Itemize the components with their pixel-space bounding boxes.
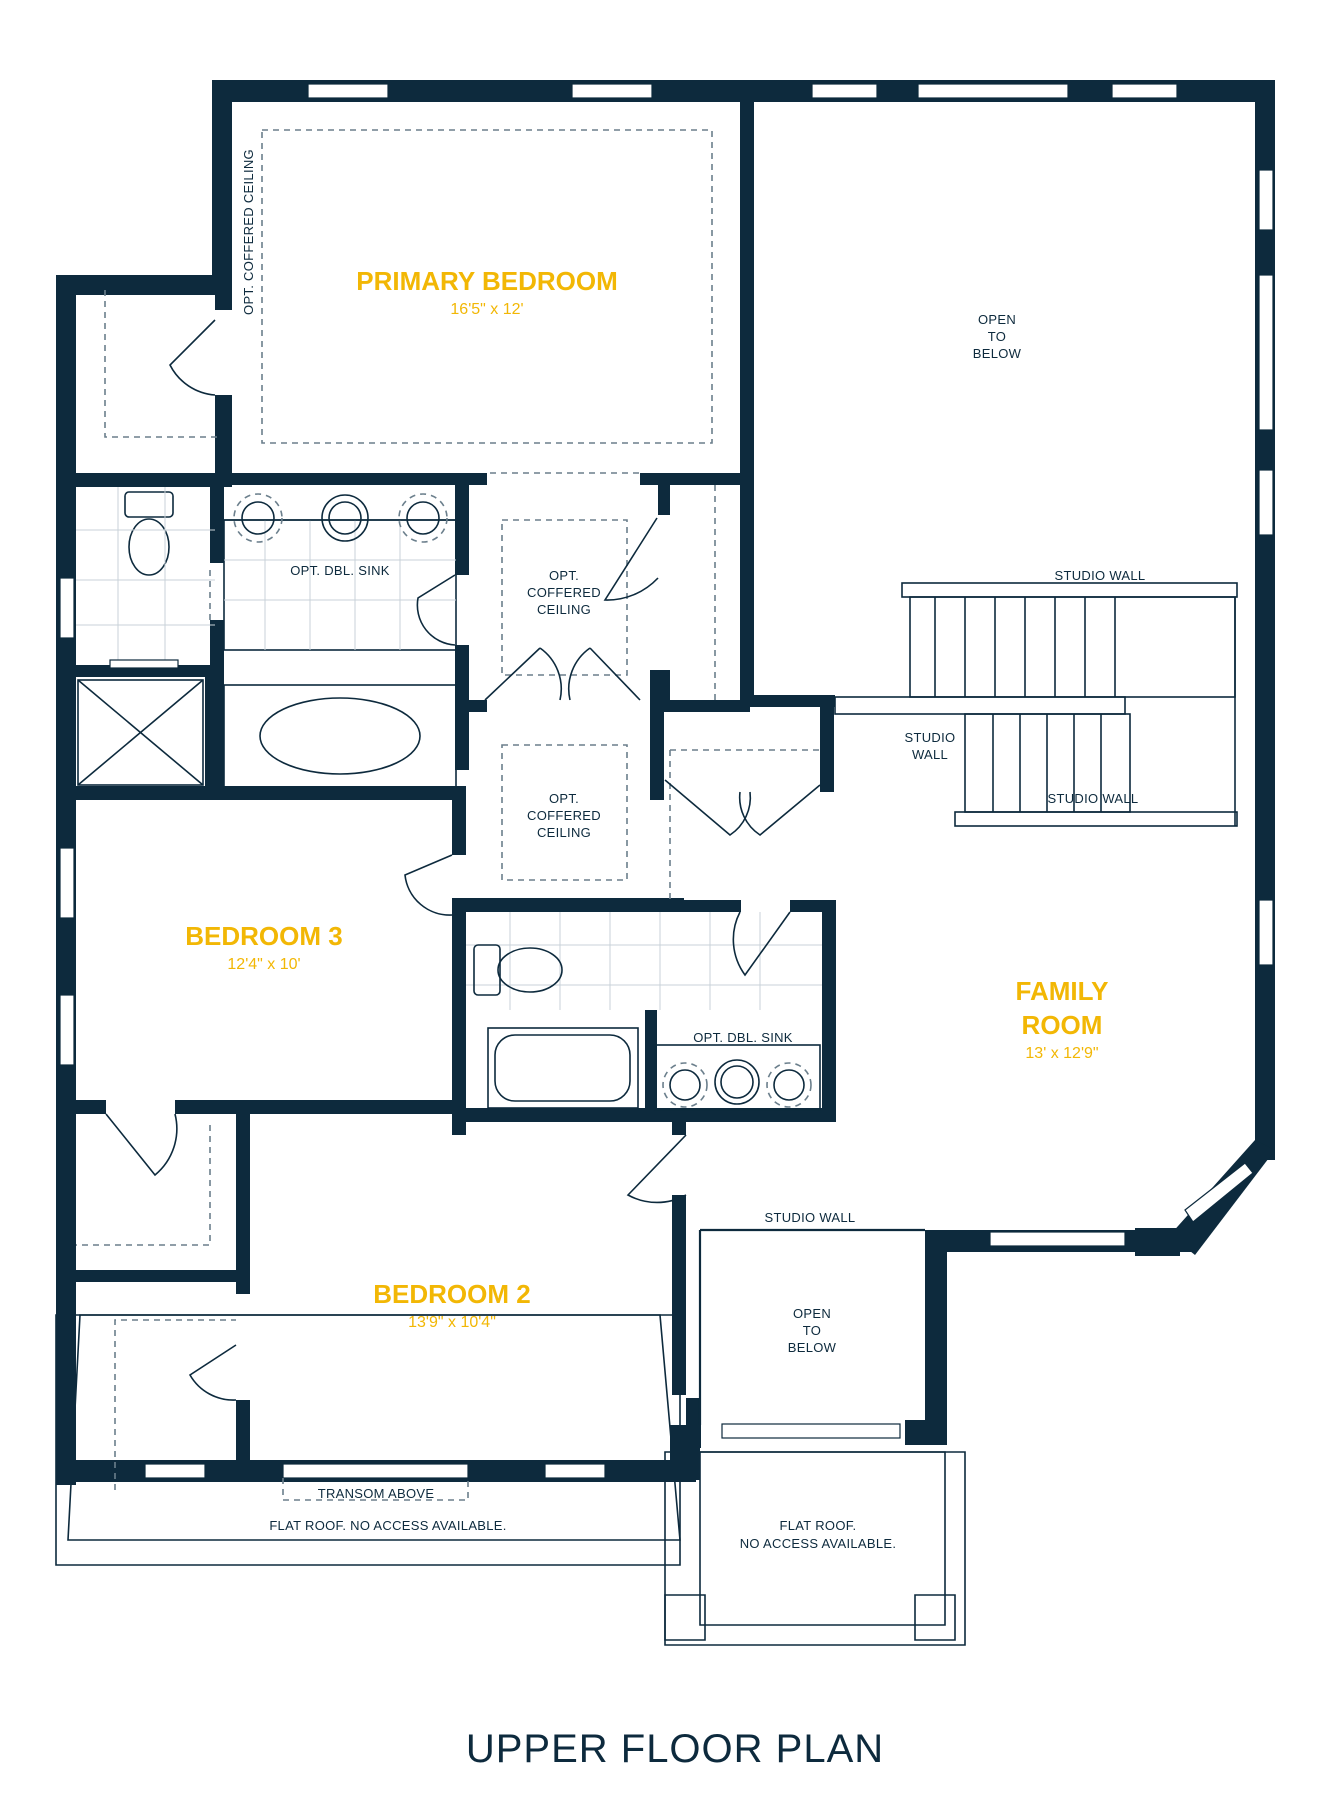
coffered-lower-line1: OPT. <box>549 791 579 806</box>
bedroom2-dims: 13'9" x 10'4" <box>408 1314 496 1331</box>
primary-bath <box>56 487 457 800</box>
bedroom3-name: BEDROOM 3 <box>185 921 342 951</box>
coffered-lower-line3: CEILING <box>537 825 591 840</box>
family-room-dims: 13' x 12'9" <box>1025 1045 1098 1062</box>
open-to-below-top-line3: BELOW <box>973 346 1022 361</box>
room-labels: PRIMARY BEDROOM 16'5" x 12' BEDROOM 3 12… <box>185 266 1108 1331</box>
open-to-below-top-line1: OPEN <box>978 312 1016 327</box>
doors <box>105 319 925 1425</box>
flat-roof-left: FLAT ROOF. NO ACCESS AVAILABLE. <box>269 1518 506 1533</box>
transom-above: TRANSOM ABOVE <box>318 1486 435 1501</box>
studio-wall-stair: STUDIO WALL <box>1048 791 1139 806</box>
bedroom2-name: BEDROOM 2 <box>373 1279 530 1309</box>
open-to-below-bottom-line3: BELOW <box>788 1340 837 1355</box>
open-to-below-top-line2: TO <box>988 329 1006 344</box>
studio-wall-middle-line1: STUDIO <box>905 730 956 745</box>
opt-coffered-ceiling-vertical: OPT. COFFERED CEILING <box>241 149 256 315</box>
second-bath <box>466 912 822 1111</box>
flat-roof-right-line1: FLAT ROOF. <box>780 1518 857 1533</box>
flat-roof-right-line2: NO ACCESS AVAILABLE. <box>740 1536 897 1551</box>
primary-bedroom-name: PRIMARY BEDROOM <box>356 266 617 296</box>
coffered-upper-line3: CEILING <box>537 602 591 617</box>
annotations: OPT. COFFERED CEILING OPEN TO BELOW OPT.… <box>241 149 1145 1551</box>
family-room-name-line1: FAMILY <box>1016 976 1109 1006</box>
family-room-name-line2: ROOM <box>1022 1010 1103 1040</box>
studio-wall-middle-line2: WALL <box>912 747 948 762</box>
windows <box>59 83 1274 1479</box>
open-to-below-bottom-line2: TO <box>803 1323 821 1338</box>
coffered-upper-line1: OPT. <box>549 568 579 583</box>
plan-title: UPPER FLOOR PLAN <box>466 1727 884 1771</box>
studio-wall-top: STUDIO WALL <box>1055 568 1146 583</box>
opt-dbl-sink-top: OPT. DBL. SINK <box>290 563 390 578</box>
coffered-lower-line2: COFFERED <box>527 808 601 823</box>
bedroom3-dims: 12'4" x 10' <box>227 956 300 973</box>
studio-wall-bottom: STUDIO WALL <box>765 1210 856 1225</box>
open-to-below-bottom-line1: OPEN <box>793 1306 831 1321</box>
coffered-upper-line2: COFFERED <box>527 585 601 600</box>
opt-dbl-sink-bottom: OPT. DBL. SINK <box>693 1030 793 1045</box>
primary-bedroom-dims: 16'5" x 12' <box>450 301 523 318</box>
staircase <box>834 582 1238 827</box>
interior-walls <box>56 80 836 1482</box>
